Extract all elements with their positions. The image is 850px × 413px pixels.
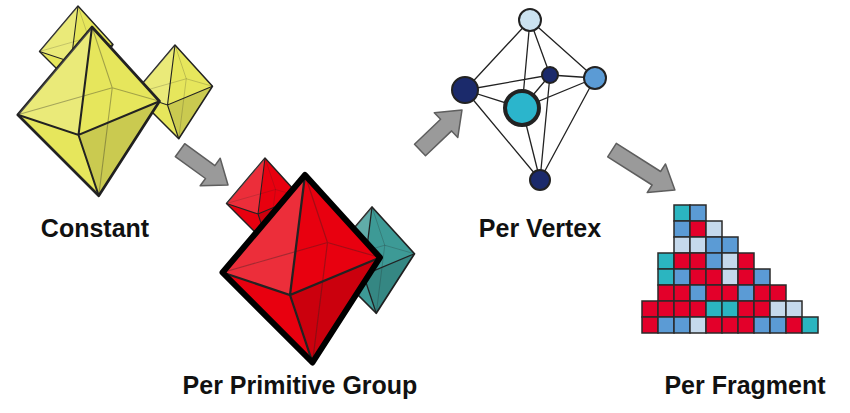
fragment-cell (690, 237, 706, 253)
fragment-cell (738, 269, 754, 285)
fragment-cell (674, 269, 690, 285)
flow-arrow (608, 143, 675, 192)
fragment-cell (722, 301, 738, 317)
fragment-cell (706, 317, 722, 333)
fragment-cell (690, 301, 706, 317)
fragment-cell (754, 269, 770, 285)
fragment-cell (738, 285, 754, 301)
fragment-cell (786, 317, 802, 333)
fragment-cell (674, 237, 690, 253)
fragment-cell (706, 269, 722, 285)
fragment-cell (690, 269, 706, 285)
fragment-cell (706, 221, 722, 237)
fragment-cell (722, 269, 738, 285)
fragment-cell (802, 317, 818, 333)
fragment-cell (706, 237, 722, 253)
fragment-cell (674, 221, 690, 237)
fragment-cell (674, 285, 690, 301)
fragment-cell (674, 205, 690, 221)
fragment-cell (770, 285, 786, 301)
fragment-cell (722, 285, 738, 301)
fragment-cell (786, 301, 802, 317)
constant-octahedra (18, 6, 213, 196)
fragment-cell (690, 205, 706, 221)
fragment-cell (770, 317, 786, 333)
fragment-cell (658, 269, 674, 285)
fragment-cell (722, 253, 738, 269)
fragment-cell (738, 317, 754, 333)
fragment-cell (754, 317, 770, 333)
fragment-cell (706, 301, 722, 317)
stage-node: Per Vertex (462, 5, 612, 185)
fragment-cell (738, 253, 754, 269)
fragment-cell (722, 317, 738, 333)
fragment-cell (690, 253, 706, 269)
fragment-cell (658, 285, 674, 301)
fragment-cell (674, 317, 690, 333)
primitive-group-octahedra (223, 158, 415, 363)
fragment-cell (642, 301, 658, 317)
fragment-cell (738, 301, 754, 317)
stage-node: Constant (10, 5, 180, 170)
stage-node: Per Fragment (640, 190, 820, 330)
fragment-cell (706, 285, 722, 301)
fragment-cell (674, 253, 690, 269)
stage-label: Per Fragment (664, 370, 825, 400)
fragment-cell (690, 317, 706, 333)
fragment-cell (674, 301, 690, 317)
fragment-cell (690, 221, 706, 237)
fragment-cell (770, 301, 786, 317)
fragment-cell (658, 317, 674, 333)
fragment-cell (754, 301, 770, 317)
fragment-cell (706, 253, 722, 269)
fragment-cell (722, 237, 738, 253)
stage-label: Per Vertex (479, 213, 601, 243)
stage-label: Constant (41, 213, 149, 243)
fragment-cell (642, 317, 658, 333)
vertex-dots (452, 9, 606, 190)
fragment-cell (658, 301, 674, 317)
fragment-grid (642, 205, 818, 333)
flow-arrow (175, 144, 228, 186)
fragment-cell (690, 285, 706, 301)
fragment-cell (658, 253, 674, 269)
vertex-wireframe (465, 20, 595, 180)
stage-label: Per Primitive Group (183, 370, 418, 400)
fragment-cell (754, 285, 770, 301)
stage-node: Per Primitive Group (228, 150, 420, 362)
flow-arrow (415, 110, 463, 156)
